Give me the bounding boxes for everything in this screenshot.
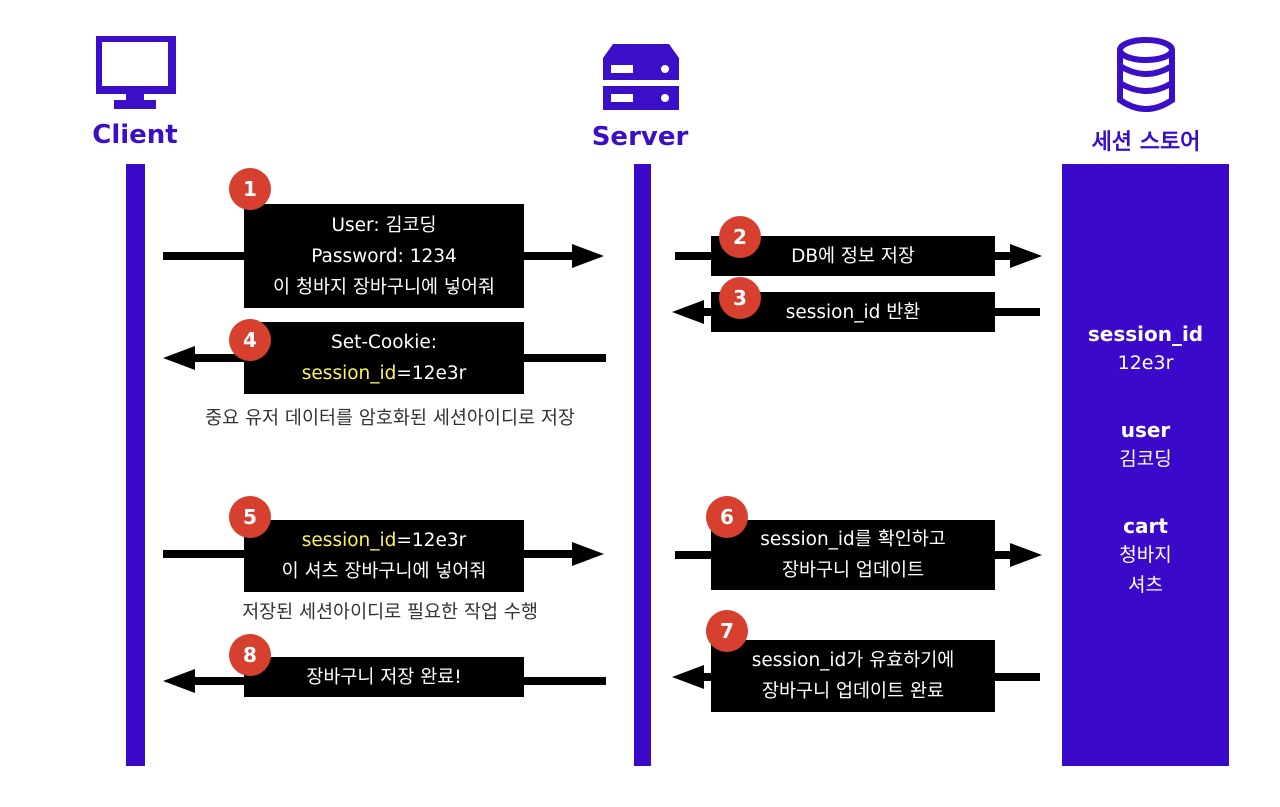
step-badge-5: 5 bbox=[229, 496, 271, 538]
message-line: session_id를 확인하고 bbox=[760, 529, 946, 550]
message-step-3: session_id 반환 bbox=[711, 292, 995, 332]
session-id-value: =12e3r bbox=[396, 363, 467, 384]
session-id-value: =12e3r bbox=[396, 530, 467, 551]
server-icon bbox=[603, 44, 679, 110]
message-line: DB에 정보 저장 bbox=[791, 245, 915, 267]
step-badge-6: 6 bbox=[706, 496, 748, 538]
message-step-4: Set-Cookie: session_id=12e3r bbox=[244, 322, 524, 394]
step-4-note: 중요 유저 데이터를 암호화된 세션아이디로 저장 bbox=[205, 408, 575, 429]
store-cart-item: 청바지 bbox=[1119, 544, 1172, 566]
message-line: session_id=12e3r bbox=[244, 358, 524, 389]
store-title: 세션 스토어 bbox=[1091, 130, 1201, 155]
message-line: 이 청바지 장바구니에 넣어줘 bbox=[273, 276, 495, 298]
store-cart-label: cart bbox=[1123, 514, 1168, 538]
message-line: 이 셔츠 장바구니에 넣어줘 bbox=[281, 561, 487, 582]
store-session-id-value: 12e3r bbox=[1117, 352, 1174, 374]
message-step-5: session_id=12e3r 이 셔츠 장바구니에 넣어줘 bbox=[244, 520, 524, 592]
store-user-value: 김코딩 bbox=[1119, 448, 1172, 470]
session-id-highlight: session_id bbox=[301, 530, 397, 551]
arrow-head-right-icon bbox=[572, 542, 604, 566]
step-badge-7: 7 bbox=[706, 610, 748, 652]
message-line: Password: 1234 bbox=[311, 245, 457, 267]
server-title: Server bbox=[591, 122, 689, 152]
store-session-id-label: session_id bbox=[1087, 322, 1204, 346]
message-line: User: 김코딩 bbox=[331, 214, 437, 236]
arrow-head-right-icon bbox=[1010, 543, 1042, 567]
session-store-panel: session_id 12e3r user 김코딩 cart 청바지 셔츠 bbox=[1062, 164, 1229, 766]
message-step-6: session_id를 확인하고 장바구니 업데이트 bbox=[711, 520, 995, 590]
monitor-icon bbox=[96, 36, 176, 109]
message-step-1: User: 김코딩 Password: 1234 이 청바지 장바구니에 넣어줘 bbox=[244, 204, 524, 308]
arrow-head-right-icon bbox=[572, 244, 604, 268]
client-title: Client bbox=[92, 120, 178, 150]
message-line: session_id=12e3r bbox=[244, 525, 524, 556]
step-badge-3: 3 bbox=[719, 277, 761, 319]
database-icon bbox=[1117, 37, 1175, 112]
step-badge-1: 1 bbox=[229, 168, 271, 210]
arrow-head-left-icon bbox=[163, 669, 195, 693]
store-user-label: user bbox=[1120, 418, 1171, 442]
message-line: Set-Cookie: bbox=[330, 332, 438, 353]
step-badge-4: 4 bbox=[229, 319, 271, 361]
client-lifeline bbox=[126, 164, 145, 766]
arrow-head-left-icon bbox=[672, 665, 704, 689]
arrow-head-right-icon bbox=[1010, 244, 1042, 268]
arrow-head-left-icon bbox=[672, 300, 704, 324]
arrow-head-left-icon bbox=[163, 346, 195, 370]
message-line: 장바구니 업데이트 bbox=[781, 560, 925, 581]
message-line: session_id가 유효하기에 bbox=[751, 650, 955, 671]
step-5-note: 저장된 세션아이디로 필요한 작업 수행 bbox=[242, 602, 538, 623]
message-line: 장바구니 저장 완료! bbox=[306, 666, 462, 688]
message-line: 장바구니 업데이트 완료 bbox=[762, 681, 944, 702]
step-badge-2: 2 bbox=[719, 216, 761, 258]
session-id-highlight: session_id bbox=[301, 363, 397, 384]
store-cart-item: 셔츠 bbox=[1128, 574, 1163, 596]
server-lifeline bbox=[634, 164, 651, 766]
message-step-8: 장바구니 저장 완료! bbox=[244, 657, 524, 697]
message-step-7: session_id가 유효하기에 장바구니 업데이트 완료 bbox=[711, 640, 995, 712]
step-badge-8: 8 bbox=[229, 634, 271, 676]
message-line: session_id 반환 bbox=[785, 301, 921, 323]
